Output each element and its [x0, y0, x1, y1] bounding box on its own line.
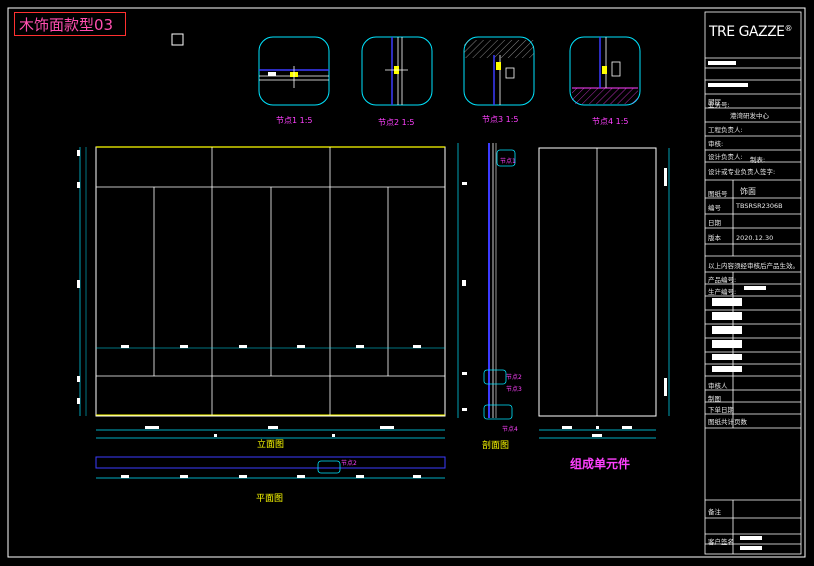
tb-row-17: 图纸共计页数 — [708, 418, 747, 426]
title-block-fills — [708, 61, 766, 550]
view-label-elevation: 立面图 — [257, 440, 285, 450]
section-callout-1: 节点1 — [500, 158, 516, 165]
tb-row-7-value: 饰面 — [740, 187, 756, 196]
node-bubble-4 — [569, 36, 641, 106]
tb-row-8-label: 编号 — [708, 204, 721, 212]
tb-row-0: 厨厅 — [708, 98, 721, 106]
sheet-border — [7, 7, 806, 558]
brand-logo: TRE GAZZE® — [709, 24, 793, 40]
tb-row-1-label: 业务号: — [708, 101, 730, 109]
tb-row-11: 以上内容须经审核后产品生效。 — [708, 262, 799, 270]
brand-mark: ® — [784, 24, 793, 33]
tb-row-16: 下单日期 — [708, 406, 734, 414]
section-view — [457, 143, 516, 420]
node-label-4: 节点4 1:5 — [592, 117, 629, 126]
node-label-3: 节点3 1:5 — [482, 115, 519, 124]
tb-row-7-label: 图纸号 — [708, 190, 728, 198]
tb-row-6: 设计或专业负责人签字: — [708, 168, 776, 176]
node-bubble-2 — [361, 36, 433, 106]
tb-row-13: 生产编号: — [708, 288, 737, 296]
title-block — [704, 11, 802, 555]
tb-row-8-value: TBSRSR2306B — [736, 202, 783, 210]
section-callout-4: 节点4 — [502, 426, 518, 433]
tb-row-2: 工程负责人: — [708, 126, 743, 134]
node-label-1: 节点1 1:5 — [276, 116, 313, 125]
tb-row-9: 日期 — [708, 219, 721, 227]
view-label-section: 剖面图 — [482, 441, 510, 451]
plan-callout: 节点2 — [341, 460, 357, 467]
tb-row-4: 设计负责人: — [708, 153, 743, 161]
brand-name: TRE GAZZE — [709, 24, 785, 40]
tb-row-3: 审核: — [708, 140, 724, 148]
tb-row-12: 产品编号: — [708, 276, 737, 284]
section-callout-2: 节点2 — [506, 374, 522, 381]
tb-row-10-label: 版本 — [708, 234, 721, 242]
elevation-view — [77, 146, 446, 439]
tb-row-19: 客户签名 — [708, 538, 734, 546]
view-label-plan: 平面图 — [256, 494, 284, 504]
tb-row-15: 制图 — [708, 395, 721, 403]
tb-row-18: 备注 — [708, 508, 721, 516]
plan-view — [95, 456, 446, 479]
node-bubble-1 — [258, 36, 330, 106]
unit-view — [538, 147, 670, 439]
tb-row-5: 制表: — [750, 156, 766, 164]
marker-square — [171, 33, 184, 46]
view-label-unit: 组成单元件 — [570, 457, 631, 471]
node-bubble-3 — [463, 36, 535, 106]
tb-row-14: 审核人 — [708, 382, 728, 390]
node-label-2: 节点2 1:5 — [378, 118, 415, 127]
drawing-title: 木饰面款型03 — [14, 12, 126, 36]
tb-row-10-value: 2020.12.30 — [736, 234, 774, 242]
section-callout-3: 节点3 — [506, 386, 522, 393]
tb-row-1-value: 港湾研发中心 — [730, 112, 769, 120]
